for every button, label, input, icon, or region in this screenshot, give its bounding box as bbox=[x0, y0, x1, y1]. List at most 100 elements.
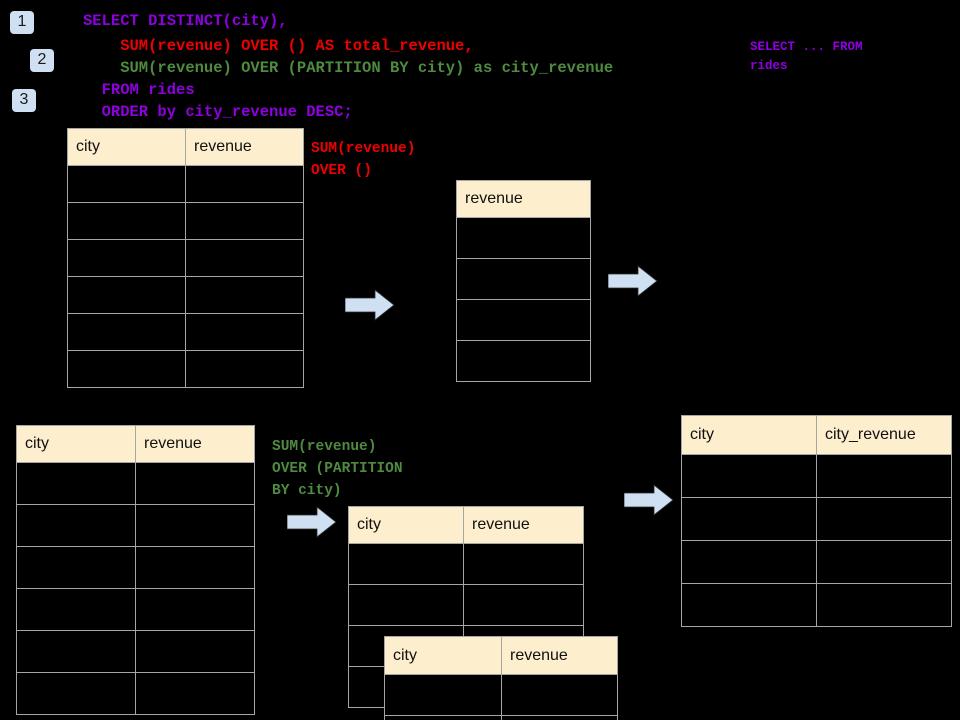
table-row bbox=[16, 462, 255, 505]
arrow-rides-to-partition-icon bbox=[286, 505, 337, 544]
cell bbox=[185, 165, 304, 203]
cell bbox=[384, 715, 502, 720]
table-header-row: city revenue bbox=[67, 128, 304, 166]
table-row bbox=[348, 543, 584, 585]
column-header-revenue: revenue bbox=[185, 128, 304, 166]
cell bbox=[67, 165, 186, 203]
table-row bbox=[16, 630, 255, 673]
annotation-sum-over-partition: SUM(revenue) OVER (PARTITION BY city) bbox=[272, 439, 403, 499]
cell bbox=[681, 583, 817, 627]
table-rides-top: city revenue bbox=[67, 128, 304, 388]
table-header-row: city revenue bbox=[348, 506, 584, 544]
cell bbox=[185, 350, 304, 388]
table-row bbox=[681, 497, 952, 541]
cell bbox=[816, 583, 952, 627]
table-header-row: city revenue bbox=[16, 425, 255, 463]
cell bbox=[348, 584, 464, 626]
table-rides-bottom: city revenue bbox=[16, 425, 255, 715]
table-header-row: revenue bbox=[456, 180, 591, 218]
cell bbox=[67, 350, 186, 388]
column-header-revenue: revenue bbox=[456, 180, 591, 218]
cell bbox=[67, 276, 186, 314]
cell bbox=[67, 202, 186, 240]
cell bbox=[681, 454, 817, 498]
table-row bbox=[348, 584, 584, 626]
sql-line-from: FROM rides bbox=[83, 81, 195, 99]
table-row bbox=[681, 540, 952, 584]
annotation-sum-over-empty: SUM(revenue) OVER () bbox=[311, 141, 416, 179]
table-row bbox=[67, 165, 304, 203]
table-row bbox=[16, 672, 255, 715]
cell bbox=[185, 276, 304, 314]
cell bbox=[67, 313, 186, 351]
cell bbox=[348, 543, 464, 585]
column-header-revenue: revenue bbox=[463, 506, 584, 544]
column-header-city: city bbox=[681, 415, 817, 455]
arrow-rides-to-total-icon bbox=[344, 288, 395, 327]
cell bbox=[816, 454, 952, 498]
sql-line-select: SELECT DISTINCT(city), bbox=[83, 12, 288, 30]
table-row bbox=[456, 299, 591, 341]
column-header-city-revenue: city_revenue bbox=[816, 415, 952, 455]
cell bbox=[456, 258, 591, 300]
cell bbox=[456, 217, 591, 259]
cell bbox=[501, 674, 618, 716]
column-header-city: city bbox=[348, 506, 464, 544]
step-badge-2: 2 bbox=[30, 49, 54, 72]
table-row bbox=[67, 202, 304, 240]
table-row bbox=[384, 715, 618, 720]
cell bbox=[185, 239, 304, 277]
table-row bbox=[67, 239, 304, 277]
step-badge-3: 3 bbox=[12, 89, 36, 112]
cell bbox=[135, 588, 255, 631]
column-header-revenue: revenue bbox=[501, 636, 618, 675]
table-row bbox=[16, 504, 255, 547]
table-partition-b: city revenue bbox=[384, 636, 618, 720]
table-row bbox=[384, 674, 618, 716]
table-row bbox=[16, 546, 255, 589]
cell bbox=[135, 672, 255, 715]
cell bbox=[456, 340, 591, 382]
cell bbox=[185, 202, 304, 240]
side-note-select-from-rides: SELECT ... FROM rides bbox=[750, 40, 863, 73]
table-row bbox=[16, 588, 255, 631]
cell bbox=[16, 630, 136, 673]
cell bbox=[816, 497, 952, 541]
sql-line-order-by: ORDER by city_revenue DESC; bbox=[83, 103, 353, 121]
cell bbox=[384, 674, 502, 716]
cell bbox=[16, 462, 136, 505]
table-row bbox=[67, 350, 304, 388]
cell bbox=[16, 588, 136, 631]
table-row bbox=[456, 217, 591, 259]
table-header-row: city city_revenue bbox=[681, 415, 952, 455]
cell bbox=[463, 543, 584, 585]
cell bbox=[185, 313, 304, 351]
cell bbox=[135, 546, 255, 589]
cell bbox=[135, 504, 255, 547]
column-header-revenue: revenue bbox=[135, 425, 255, 463]
sql-line-total-revenue: SUM(revenue) OVER () AS total_revenue, bbox=[83, 37, 474, 55]
cell bbox=[456, 299, 591, 341]
cell bbox=[501, 715, 618, 720]
cell bbox=[681, 497, 817, 541]
table-final-result: city city_revenue bbox=[681, 415, 952, 627]
column-header-city: city bbox=[384, 636, 502, 675]
table-row bbox=[681, 583, 952, 627]
sql-line-city-revenue: SUM(revenue) OVER (PARTITION BY city) as… bbox=[83, 59, 614, 77]
table-header-row: city revenue bbox=[384, 636, 618, 675]
table-row bbox=[456, 340, 591, 382]
column-header-city: city bbox=[16, 425, 136, 463]
arrow-partition-to-result-icon bbox=[623, 483, 674, 522]
cell bbox=[135, 630, 255, 673]
step-badge-1: 1 bbox=[10, 11, 34, 34]
cell bbox=[816, 540, 952, 584]
column-header-city: city bbox=[67, 128, 186, 166]
cell bbox=[463, 584, 584, 626]
cell bbox=[16, 504, 136, 547]
table-row bbox=[67, 276, 304, 314]
cell bbox=[681, 540, 817, 584]
table-row bbox=[456, 258, 591, 300]
arrow-total-to-result-icon bbox=[607, 264, 658, 303]
cell bbox=[135, 462, 255, 505]
